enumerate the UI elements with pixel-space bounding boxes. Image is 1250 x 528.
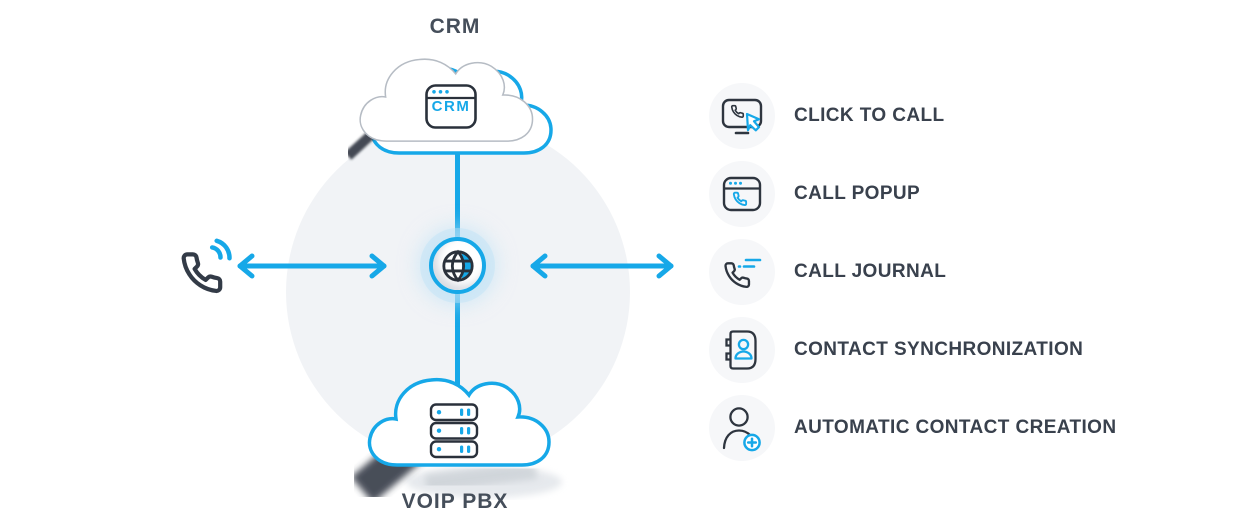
feature-list: CLICK TO CALL CALL POPUP	[709, 77, 1116, 467]
left-double-arrow	[237, 253, 387, 279]
right-double-arrow	[530, 253, 674, 279]
feature-label: CALL JOURNAL	[794, 261, 947, 282]
feature-row-contact-sync: CONTACT SYNCHRONIZATION	[709, 311, 1116, 389]
signal-waves-icon	[209, 238, 232, 261]
click-to-call-icon	[721, 98, 763, 135]
call-journal-icon	[724, 258, 762, 289]
cloud-crm	[348, 58, 553, 160]
feature-label: CALL POPUP	[794, 183, 921, 204]
call-popup-icon	[722, 176, 762, 212]
feature-label: AUTOMATIC CONTACT CREATION	[794, 417, 1117, 438]
feature-label: CLICK TO CALL	[794, 105, 945, 126]
network-node	[429, 237, 486, 294]
globe-icon	[441, 249, 474, 282]
crm-cloud-title: CRM	[429, 15, 481, 38]
feature-row-call-journal: CALL JOURNAL	[709, 233, 1116, 311]
feature-row-auto-contact-creation: AUTOMATIC CONTACT CREATION	[709, 389, 1116, 467]
phone-handset-icon	[178, 238, 232, 294]
cloud-voip	[351, 377, 562, 500]
feature-row-call-popup: CALL POPUP	[709, 155, 1116, 233]
server-stack-icon	[429, 403, 479, 459]
contact-sync-icon	[725, 330, 757, 370]
feature-label: CONTACT SYNCHRONIZATION	[794, 339, 1084, 360]
voip-cloud-title: VOIP PBX	[401, 490, 509, 513]
crm-browser-label: CRM	[431, 98, 471, 115]
feature-row-click-to-call: CLICK TO CALL	[709, 77, 1116, 155]
auto-contact-creation-icon	[722, 407, 761, 452]
crm-browser-icon	[425, 84, 477, 129]
